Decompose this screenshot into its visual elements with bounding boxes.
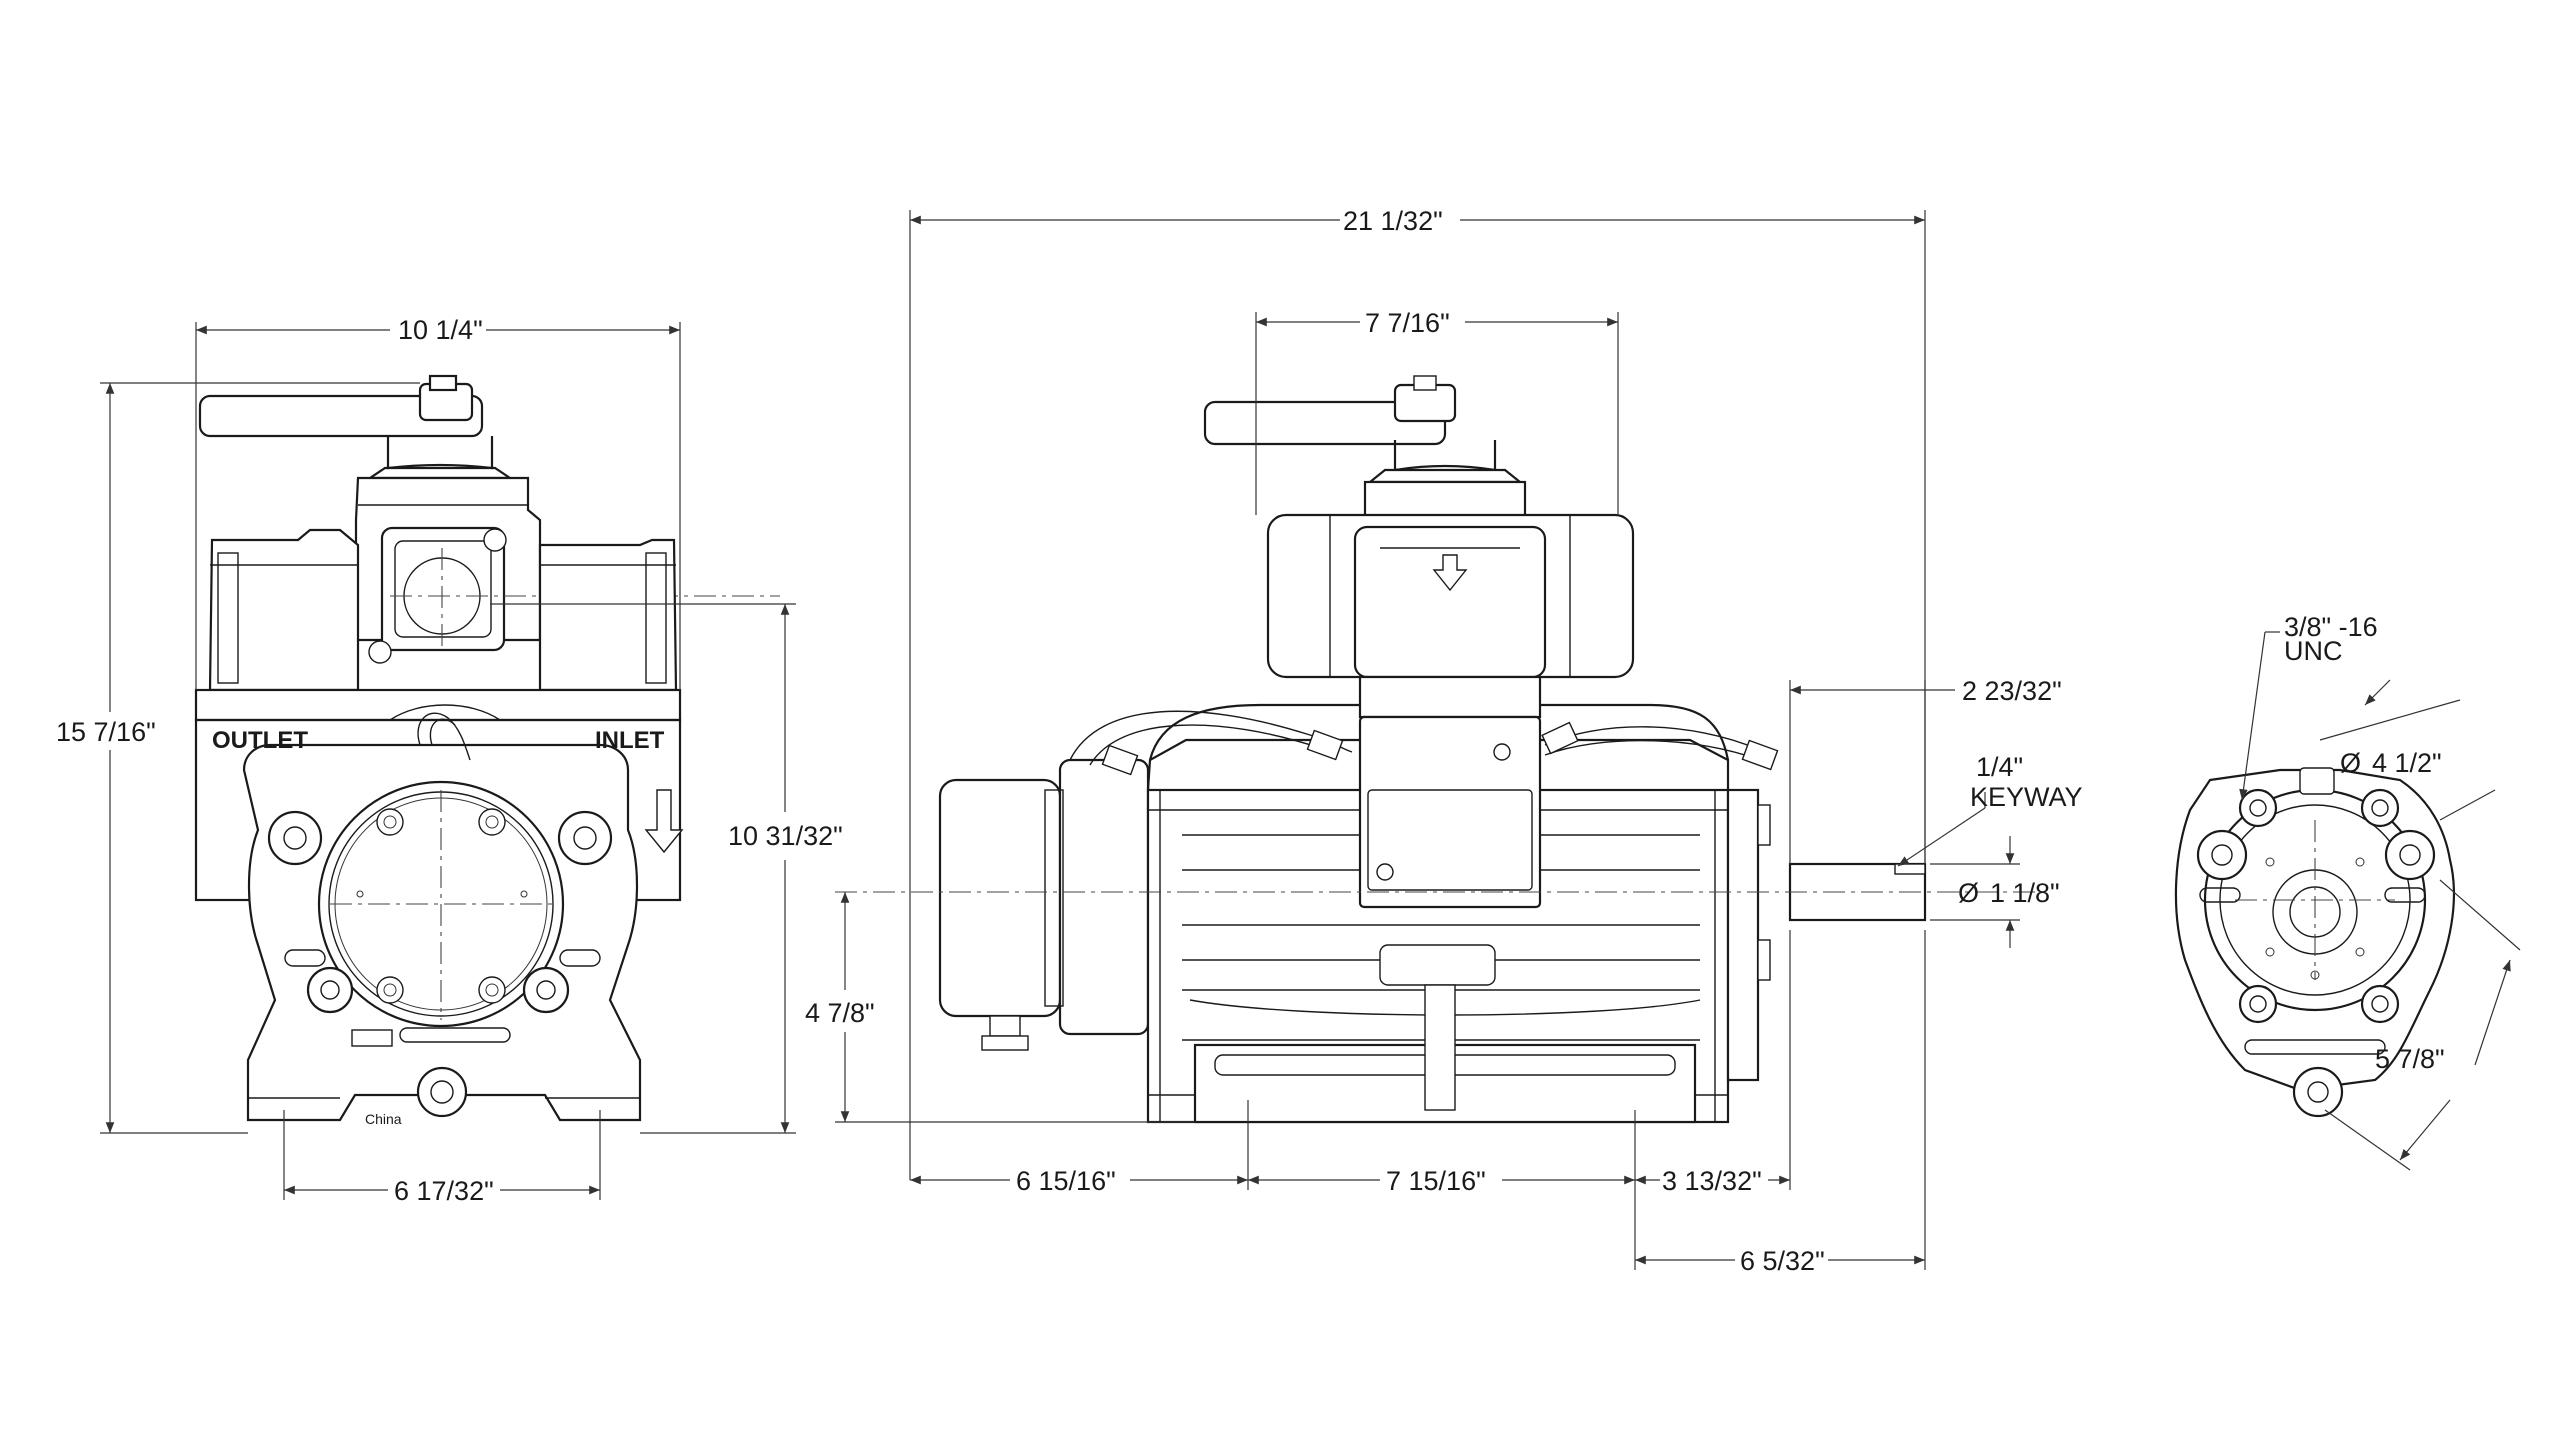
side-flow-arrow-icon [1432, 554, 1468, 592]
diameter-symbol: Ø [1958, 878, 1979, 908]
front-height-dimension: 15 7/16" [56, 717, 156, 747]
front-pump-body [242, 712, 642, 1122]
keyway-label: KEYWAY [1970, 782, 2083, 812]
side-view: 21 1/32" 7 7/16" 2 23/32" 4 7/8" 6 15/16… [805, 206, 2083, 1276]
inlet-label: INLET [595, 727, 665, 754]
front-view: OUTLET INLET China 10 1/4" 15 7/16" 10 3… [56, 315, 843, 1206]
foot-spacing-dimension: 7 15/16" [1386, 1166, 1486, 1196]
overall-length-dimension: 21 1/32" [1343, 206, 1443, 236]
thread-size-label: 3/8" -16 [2284, 612, 2378, 642]
shaft-height-dimension: 4 7/8" [805, 998, 875, 1028]
end-dimensions: 3/8" -16 UNC Ø 4 1/2" 5 7/8" [2239, 612, 2521, 1171]
front-valve-body [354, 476, 780, 664]
end-view: 3/8" -16 UNC Ø 4 1/2" 5 7/8" [2174, 612, 2521, 1171]
side-motor [938, 758, 1150, 1051]
country-label: China [365, 1111, 402, 1127]
front-width-dimension: 10 1/4" [398, 315, 483, 345]
outlet-label: OUTLET [212, 727, 308, 754]
front-valve-handle [198, 374, 514, 480]
flange-span-dimension: 5 7/8" [2375, 1044, 2445, 1074]
thread-class-label: UNC [2284, 636, 2343, 666]
side-dimensions: 21 1/32" 7 7/16" 2 23/32" 4 7/8" 6 15/16… [805, 206, 2083, 1276]
shaft-diameter-dimension: 1 1/8" [1990, 878, 2060, 908]
front-labels: OUTLET INLET China [212, 727, 684, 1127]
shaft-end-dimension: 6 5/32" [1740, 1246, 1825, 1276]
end-flange [2174, 767, 2456, 1118]
bolt-circle-dimension: 4 1/2" [2372, 748, 2442, 778]
motor-offset-dimension: 6 15/16" [1016, 1166, 1116, 1196]
mid-height-dimension: 10 31/32" [728, 821, 843, 851]
shaft-extension-dimension: 2 23/32" [1962, 676, 2062, 706]
bolt-circle-diameter-symbol: Ø [2340, 748, 2361, 778]
valve-width-dimension: 7 7/16" [1365, 308, 1450, 338]
side-valve-head [1069, 375, 1779, 909]
foot-width-dimension: 6 17/32" [394, 1176, 494, 1206]
side-shaft [835, 788, 2040, 1082]
foot-to-face-dimension: 3 13/32" [1662, 1166, 1762, 1196]
front-dimensions: 10 1/4" 15 7/16" 10 31/32" 6 17/32" [56, 315, 843, 1206]
keyway-size-label: 1/4" [1976, 752, 2023, 782]
inlet-arrow-icon [644, 789, 684, 854]
